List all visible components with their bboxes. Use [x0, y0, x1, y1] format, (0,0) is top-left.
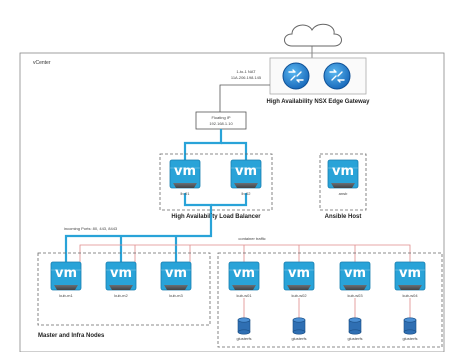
vm-logo-text: vm [344, 266, 366, 281]
vm-icon: vm lb-01 [169, 159, 201, 196]
vm-logo-text: vm [110, 266, 132, 281]
container-traffic-label: container traffic [238, 236, 265, 241]
vm-name-label: kub-w03 [347, 293, 363, 298]
vm-name-label: lb-02 [242, 191, 252, 196]
vm-icon: vm kub-m2 [105, 261, 137, 298]
nat-label: 1-to-1 NAT [236, 69, 256, 74]
vm-name-label: ansb [339, 191, 348, 196]
storage-icon: glusterfs [347, 317, 363, 341]
storage-label: glusterfs [402, 336, 417, 341]
vm-icon: vm kub-w03 [339, 261, 371, 298]
container-traffic-links [79, 244, 411, 262]
vm-icon: vm kub-w04 [394, 261, 426, 298]
ansible-label: Ansible Host [325, 214, 362, 220]
vm-logo-text: vm [233, 266, 255, 281]
vm-name-label: kub-w04 [402, 293, 418, 298]
vm-icon: vm kub-w02 [283, 261, 315, 298]
incoming-ports-label: incoming Ports: 80, 443, 8443 [64, 226, 118, 231]
worker-group [217, 252, 443, 348]
storage-label: glusterfs [236, 336, 251, 341]
vm-icon: vm kub-m3 [160, 261, 192, 298]
storage-label: glusterfs [347, 336, 362, 341]
vm-logo-text: vm [165, 266, 187, 281]
internet-cloud-icon [284, 23, 342, 47]
load-balancer-group [159, 153, 273, 211]
master-links [64, 214, 213, 262]
floating-ip-label: Floating IP [211, 115, 230, 120]
vm-logo-text: vm [399, 266, 421, 281]
vm-name-label: kub-m2 [114, 293, 128, 298]
load-balancer-label: High Availability Load Balancer [171, 214, 261, 220]
gateway-to-floating-link [219, 84, 270, 112]
vm-name-label: kub-m1 [59, 293, 73, 298]
vm-name-label: kub-m3 [169, 293, 183, 298]
floating-ip-address: 192.168.1.10 [209, 121, 233, 126]
edge-gateway-label: High Availability NSX Edge Gateway [267, 99, 371, 105]
master-group [37, 252, 211, 326]
vm-icon: vm ansb [327, 159, 359, 196]
vm-logo-text: vm [288, 266, 310, 281]
vm-logo-text: vm [55, 266, 77, 281]
vm-icon: vm kub-w01 [228, 261, 260, 298]
router-icon [282, 62, 310, 90]
vm-name-label: kub-w02 [291, 293, 307, 298]
router-icon [323, 62, 351, 90]
storage-icon: glusterfs [291, 317, 307, 341]
vm-logo-text: vm [235, 164, 257, 179]
vm-logo-text: vm [332, 164, 354, 179]
vm-logo-text: vm [174, 164, 196, 179]
storage-label: glusterfs [291, 336, 306, 341]
storage-icon: glusterfs [236, 317, 252, 341]
vm-icon: vm kub-m1 [50, 261, 82, 298]
vcenter-label: vCenter [33, 60, 51, 66]
vm-icon: vm lb-02 [230, 159, 262, 196]
ansible-group [319, 153, 367, 211]
vcenter-frame [19, 52, 445, 352]
storage-icon: glusterfs [402, 317, 418, 341]
vm-name-label: lb-01 [181, 191, 191, 196]
nat-ip: 11A.206.198.145 [231, 75, 262, 80]
vm-layer: vm lb-01 vm lb-02 vm ansb vm kub-m1 vm kub-m2 vm ku… [50, 159, 426, 341]
master-group-label: Master and Infra Nodes [38, 333, 105, 339]
vm-name-label: kub-w01 [236, 293, 252, 298]
